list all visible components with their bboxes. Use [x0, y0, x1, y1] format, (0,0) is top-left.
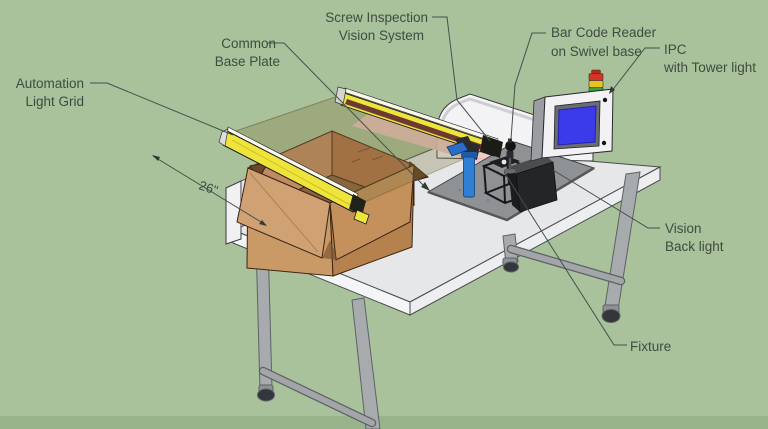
- ipc-screw-top: [602, 97, 608, 103]
- screwdriver-collar: [461, 152, 477, 158]
- arrowheads: [152, 86, 615, 226]
- ipc-panel: [530, 69, 614, 162]
- ipc-screen: [557, 105, 597, 146]
- label-screw-line2: Vision System: [339, 28, 424, 43]
- rear-bar-left-cap: [334, 86, 347, 106]
- backlight-front: [515, 161, 558, 213]
- leader-fixture: [503, 171, 627, 346]
- front-bar-groove: [231, 139, 353, 207]
- label-ipc-line2: with Tower light: [663, 60, 756, 75]
- table-brace-rear-right-fill: [508, 246, 624, 284]
- barcode-reader-nub: [508, 138, 512, 143]
- ipc-screw-bottom: [601, 140, 607, 146]
- curtain-field: [230, 94, 496, 204]
- dimension-text: 26": [197, 178, 220, 199]
- box-flap-gap-shadow: [322, 240, 338, 260]
- tower-light-cap: [591, 69, 601, 74]
- screwdriver-clamp: [446, 141, 469, 157]
- barcode-reader-head: [505, 140, 516, 152]
- arrow-dim-right: [259, 220, 267, 226]
- automation-light-grid: [218, 126, 370, 225]
- label-common-line2: Base Plate: [215, 54, 280, 69]
- box-flap-crease: [249, 172, 319, 253]
- rear-bar-right-cap: [480, 135, 503, 158]
- annotations: Automation Light Grid Common Base Plate …: [16, 10, 757, 354]
- arrow-ipc: [609, 86, 615, 94]
- plate-devices: [446, 136, 558, 213]
- leader-automation: [90, 82, 234, 136]
- ground-strip: [0, 416, 768, 429]
- label-barcode-line2: on Swivel base: [551, 44, 642, 59]
- label-vision-line1: Vision: [665, 221, 702, 236]
- leg-rear-foot: [503, 261, 519, 273]
- leader-screw: [432, 16, 491, 142]
- upstand-outer-face: [225, 180, 242, 245]
- fixture-part: [501, 159, 507, 165]
- leader-vision: [552, 169, 660, 229]
- leader-barcode: [510, 32, 546, 140]
- cardboard-box: [236, 130, 430, 277]
- backlight-top: [508, 155, 553, 174]
- label-automation-line2: Light Grid: [25, 94, 84, 109]
- label-screw-line1: Screw Inspection: [325, 10, 428, 25]
- label-fixture: Fixture: [630, 339, 671, 354]
- dimension-line: [152, 155, 267, 226]
- screwdriver-cylinder: [463, 156, 475, 198]
- label-common-line1: Common: [221, 36, 276, 51]
- tower-light-red: [588, 73, 604, 81]
- barcode-reader-mount: [506, 151, 514, 158]
- box-inner-marks: [351, 146, 384, 163]
- arrow-dim-left: [152, 155, 160, 161]
- leg-right-foot: [601, 309, 621, 323]
- table-legs: [255, 171, 641, 429]
- leader-ipc: [610, 47, 660, 93]
- label-automation-line1: Automation: [16, 76, 84, 91]
- table-brace-left-front-fill: [260, 368, 375, 426]
- base-plate-edge: [427, 166, 595, 222]
- label-vision-line2: Back light: [665, 239, 724, 254]
- label-barcode-line1: Bar Code Reader: [551, 25, 657, 40]
- front-bar-foot: [353, 209, 370, 225]
- curtain-left-edge: [229, 93, 345, 134]
- leader-common: [268, 42, 427, 189]
- arrow-common: [421, 182, 430, 191]
- label-ipc-line1: IPC: [664, 42, 687, 57]
- table-front-right-edge: [409, 166, 661, 316]
- barcode-reader-stem: [508, 158, 512, 170]
- box-flap-front-right: [329, 164, 415, 261]
- backlight-side: [508, 167, 520, 212]
- front-bar-right-cap: [349, 194, 366, 216]
- table-leg-front: [351, 297, 381, 429]
- leader-lines: [90, 16, 660, 346]
- front-bar-left-cap: [218, 128, 229, 147]
- leg-left-foot: [257, 388, 275, 402]
- tower-light-yellow: [588, 80, 604, 88]
